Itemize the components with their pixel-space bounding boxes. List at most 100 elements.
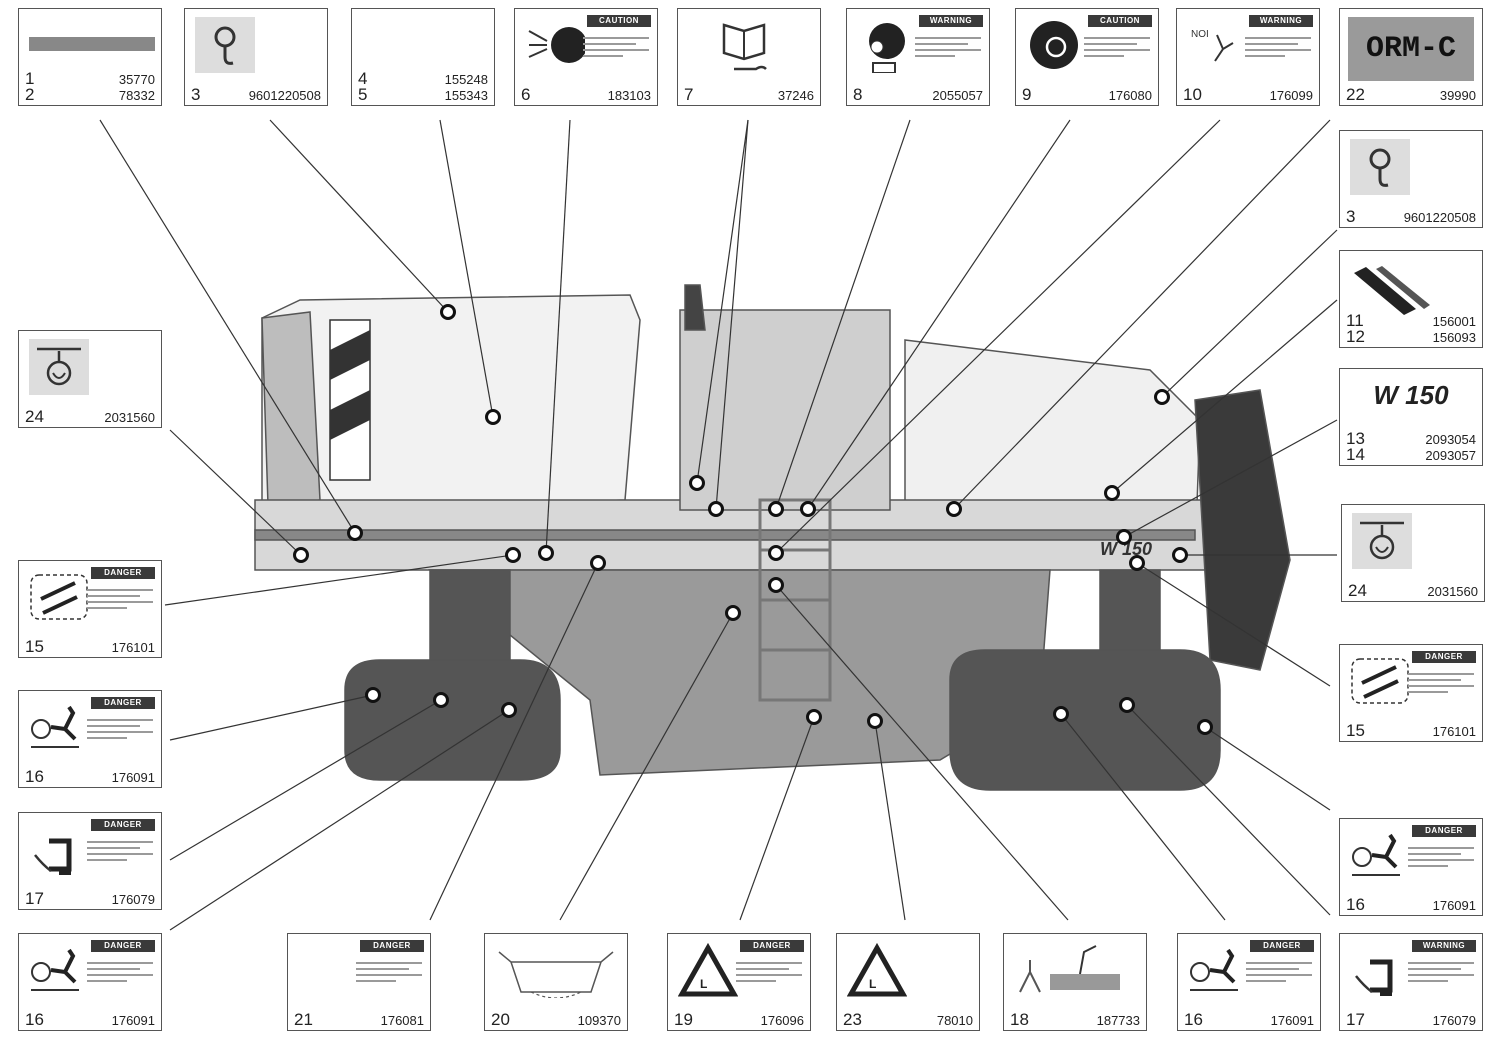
part-number: 2031560 (104, 410, 155, 425)
decal-location-marker (501, 702, 517, 718)
item-number: 16 (1346, 895, 1365, 914)
item-number: 4 (358, 69, 368, 88)
part-number: 176096 (760, 1013, 804, 1028)
hazard-figure-icon: NOI (1191, 29, 1234, 62)
part-number: 2055057 (932, 88, 983, 103)
item-number: 24 (25, 407, 44, 426)
decal-signal-word: DANGER (360, 940, 424, 952)
part-number: 176091 (1270, 1013, 1314, 1028)
decal-location-marker (867, 713, 883, 729)
decal-fine-print (583, 33, 649, 61)
leader-line (169, 699, 442, 861)
machine-outline-icon (498, 951, 614, 998)
part-number: 2093057 (1425, 448, 1476, 463)
decal-location-marker (768, 577, 784, 593)
item-number: 16 (25, 767, 44, 786)
leader-line (169, 694, 374, 741)
ejecting-parts-icon (528, 27, 585, 63)
decal-location-marker (1129, 555, 1145, 571)
runover-icon (31, 948, 79, 991)
part-number: 183103 (607, 88, 651, 103)
decal-location-marker (365, 687, 381, 703)
part-number: 78332 (118, 88, 155, 103)
leader-line (696, 119, 749, 484)
manual-wrench-icon (722, 23, 767, 71)
item-number: 15 (1346, 721, 1365, 740)
decal-location-marker (1172, 547, 1188, 563)
item-number: 3 (191, 85, 201, 104)
rollover-icon (1351, 658, 1409, 704)
decal-location-marker (440, 304, 456, 320)
part-number: 2093054 (1425, 432, 1476, 447)
item-number: 11 (1346, 311, 1364, 330)
part-number: 176080 (1108, 88, 1152, 103)
item-number: 19 (674, 1010, 693, 1029)
item-number: 22 (1346, 85, 1365, 104)
item-number: 15 (25, 637, 44, 656)
item-number: 24 (1348, 581, 1367, 600)
decal-location-marker (1053, 706, 1069, 722)
decal-fine-print (1246, 958, 1312, 986)
part-number: 176091 (1432, 898, 1476, 913)
svg-text:L: L (869, 977, 876, 991)
runover-icon (1190, 948, 1238, 991)
part-number: 155248 (444, 72, 488, 87)
item-number: 20 (491, 1010, 510, 1029)
decal-fine-print (87, 958, 153, 986)
leader-line (269, 119, 449, 313)
decal-22: ORM-C 22 39990 (1339, 8, 1483, 106)
part-number: 176091 (111, 1013, 155, 1028)
decal-16: DANGER 16 176091 (1339, 818, 1483, 916)
decal-location-marker (433, 692, 449, 708)
leader-line (739, 716, 815, 921)
decal-signal-word: DANGER (740, 940, 804, 952)
part-number: 35770 (118, 72, 155, 87)
decal-24: 24 2031560 (1341, 504, 1485, 602)
item-number: 23 (843, 1010, 862, 1029)
leader-line (545, 119, 571, 554)
item-number: 1 (25, 69, 35, 88)
decal-location-marker (725, 605, 741, 621)
leader-line (775, 584, 1069, 921)
decal-location-marker (800, 501, 816, 517)
item-number: 14 (1346, 445, 1365, 464)
decal-signal-word: DANGER (1412, 651, 1476, 663)
diagonal-stripe-icon (1354, 266, 1430, 315)
decal-large-text: ORM-C (1348, 17, 1474, 81)
triangle-warning-icon: L (678, 942, 738, 997)
decal-signal-word: DANGER (1412, 825, 1476, 837)
tie-down-icon (1352, 513, 1412, 569)
part-number: 156093 (1432, 330, 1476, 345)
item-number: 12 (1346, 327, 1365, 346)
leader-line (429, 562, 599, 921)
item-number: 17 (1346, 1010, 1365, 1029)
decal-location-marker (708, 501, 724, 517)
decal-signal-word: DANGER (91, 940, 155, 952)
runover-icon (31, 705, 79, 748)
part-number: 39990 (1439, 88, 1476, 103)
decal-location-marker (768, 501, 784, 517)
decal-location-marker (1197, 719, 1213, 735)
part-number: 187733 (1096, 1013, 1140, 1028)
decal-fine-print (1408, 843, 1474, 871)
decal-fine-print (87, 585, 153, 613)
leader-line (1060, 713, 1226, 921)
leader-line (1123, 419, 1338, 538)
decal-fine-print (1408, 958, 1474, 986)
leader-line (1204, 726, 1331, 811)
decal-24: 24 2031560 (18, 330, 162, 428)
stripe-decal-icon (29, 37, 155, 51)
part-number: 78010 (936, 1013, 973, 1028)
leader-line (953, 119, 1331, 510)
part-number: 2031560 (1427, 584, 1478, 599)
